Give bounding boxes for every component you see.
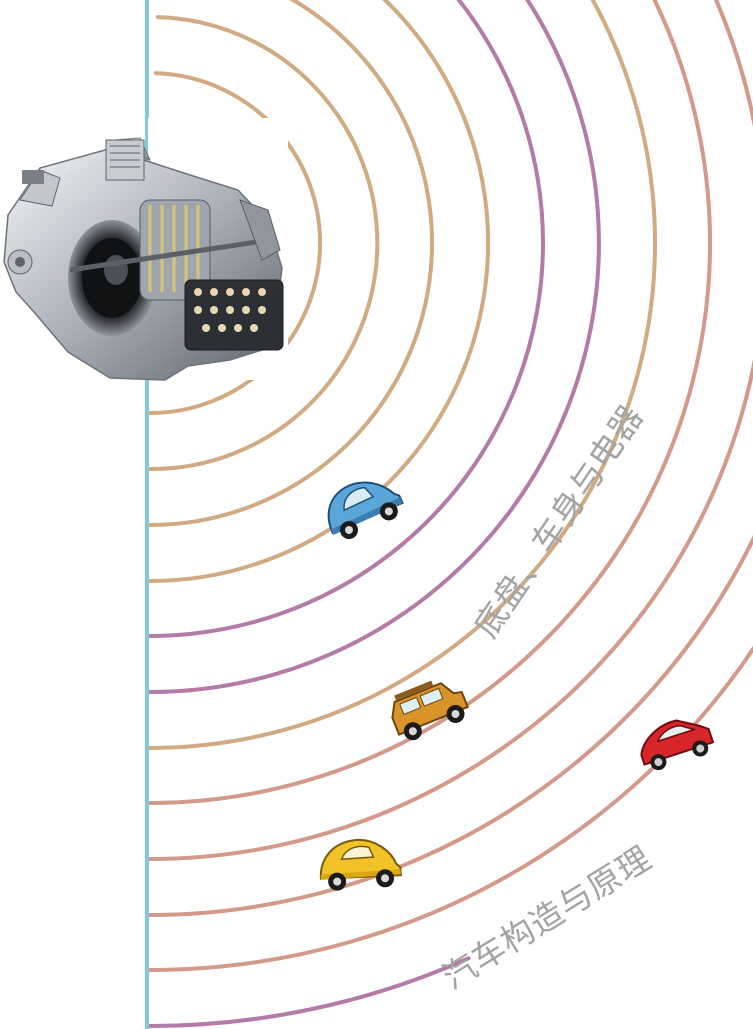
arc-line bbox=[148, 0, 601, 694]
arc-line bbox=[148, 0, 491, 583]
arc-line bbox=[148, 956, 471, 1028]
arc-line bbox=[148, 0, 753, 861]
arc-line bbox=[148, 15, 380, 472]
title-text: 汽车构造与原理 bbox=[436, 838, 659, 997]
arc-line bbox=[148, 534, 753, 917]
arc-line bbox=[148, 71, 323, 415]
yellow-beetle-car-icon bbox=[319, 838, 402, 891]
orange-suv-car-icon bbox=[391, 680, 470, 741]
concentric-arcs bbox=[148, 0, 753, 1028]
arc-line bbox=[148, 0, 712, 805]
arc-line bbox=[148, 0, 435, 527]
arc-line bbox=[148, 645, 753, 972]
arc-line bbox=[148, 0, 658, 750]
transmission-cutaway-illustration bbox=[3, 118, 288, 381]
blue-beetle-car-icon bbox=[327, 481, 404, 539]
red-hatchback-car-icon bbox=[640, 719, 715, 771]
arc-line bbox=[148, 0, 545, 638]
